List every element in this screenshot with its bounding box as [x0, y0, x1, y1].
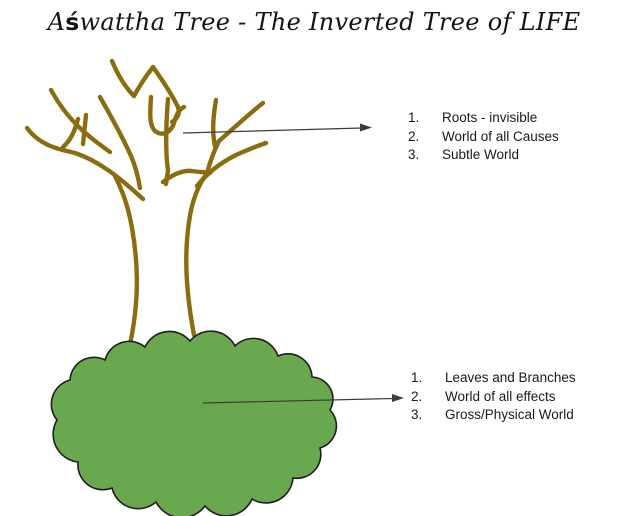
list-item: 3. Gross/Physical World [411, 406, 576, 425]
list-item-number: 3. [408, 147, 420, 162]
list-item: 2. World of all effects [411, 388, 576, 407]
trunk-right-line [184, 170, 210, 338]
list-item-text: Leaves and Branches [445, 370, 576, 385]
arrow-head-icon [392, 394, 404, 402]
title-rest: wattha Tree - The Inverted Tree of LIFE [79, 8, 581, 36]
title-prefix: A [47, 8, 66, 36]
list-item-number: 3. [411, 407, 423, 422]
foliage-annotation-arrow [202, 394, 404, 404]
branch-stroke [97, 94, 143, 191]
foliage-annotation-list: 1. Leaves and Branches 2. World of all e… [411, 369, 576, 425]
list-item-text: World of all effects [445, 388, 556, 404]
page-title: Aśwattha Tree - The Inverted Tree of LIF… [0, 8, 628, 36]
list-item-text: World of all Causes [442, 128, 559, 144]
list-item-text: Gross/Physical World [445, 407, 574, 422]
list-item-text: Roots - invisible [442, 110, 538, 125]
list-item-number: 1. [408, 110, 420, 125]
arrow-line [182, 127, 363, 134]
branch-stroke [163, 96, 171, 187]
branch-stroke [24, 125, 146, 202]
arrow-head-icon [360, 123, 372, 132]
tree-roots-branches [24, 58, 269, 202]
branch-stroke [109, 58, 137, 99]
branch-stroke [160, 168, 213, 185]
tree-foliage-cloud [50, 330, 338, 516]
branch-twig [60, 116, 81, 150]
list-item-number: 2. [408, 128, 420, 144]
list-item: 2. World of all Causes [408, 128, 559, 147]
list-item: 1. Roots - invisible [408, 109, 559, 128]
roots-annotation-list: 1. Roots - invisible 2. World of all Cau… [408, 109, 559, 165]
list-item-text: Subtle World [442, 147, 520, 162]
branch-stroke [131, 64, 156, 99]
title-accent-s: ś [65, 8, 80, 36]
roots-annotation-arrow [182, 123, 372, 134]
list-item: 3. Subtle World [408, 146, 559, 165]
arrow-line [202, 397, 395, 404]
tree-trunk [112, 170, 210, 352]
list-item-number: 1. [411, 370, 423, 385]
list-item-number: 2. [411, 388, 423, 404]
branch-stroke [211, 97, 219, 149]
branch-stroke [216, 100, 266, 144]
branch-stroke [204, 138, 222, 176]
trunk-left-line [112, 173, 140, 352]
list-item: 1. Leaves and Branches [411, 369, 576, 388]
branch-stroke [48, 87, 113, 155]
